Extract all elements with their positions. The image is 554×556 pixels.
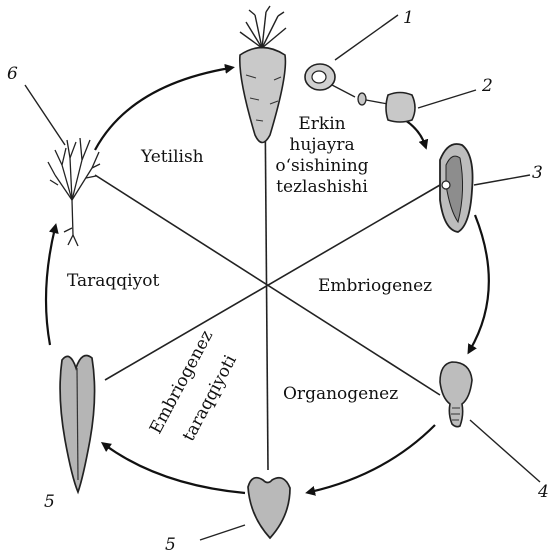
label-1: 1 [403,10,414,27]
arrow-6-to-carrot [95,68,230,150]
heart-embryo-icon [248,478,290,538]
arrow-5b-to-5a [105,445,245,493]
arrow-5a-to-6 [46,228,55,345]
erkin-line-4: tezlashishi [262,177,382,198]
seedling-icon [48,138,100,246]
erkin-line-1: Erkin [262,114,382,135]
arrow-3-to-4 [470,215,489,350]
sector-yetilish: Yetilish [141,149,204,166]
label-5-left: 5 [44,494,55,511]
free-cell-icon [305,64,388,105]
arrow-4-to-5b [310,425,435,492]
sector-erkin-hujayra: Erkin hujayra o‘sishining tezlashishi [262,114,382,198]
erkin-line-2: hujayra [262,135,382,156]
label-2: 2 [482,78,493,95]
sector-embriogenez: Embriogenez [318,278,432,295]
sector-taraqqiyot: Taraqqiyot [67,273,159,290]
label-4: 4 [538,484,549,501]
erkin-line-3: o‘sishining [262,156,382,177]
arrow-2-to-3 [405,120,425,145]
proembryo-icon [386,93,415,123]
torpedo-embryo-icon [60,356,94,492]
sector-organogenez: Organogenez [283,386,398,403]
label-6: 6 [7,66,18,83]
globular-embryo-icon [440,362,472,427]
label-5-bottom: 5 [165,537,176,554]
label-3: 3 [532,165,543,182]
ovule-embryo-icon [440,144,473,232]
